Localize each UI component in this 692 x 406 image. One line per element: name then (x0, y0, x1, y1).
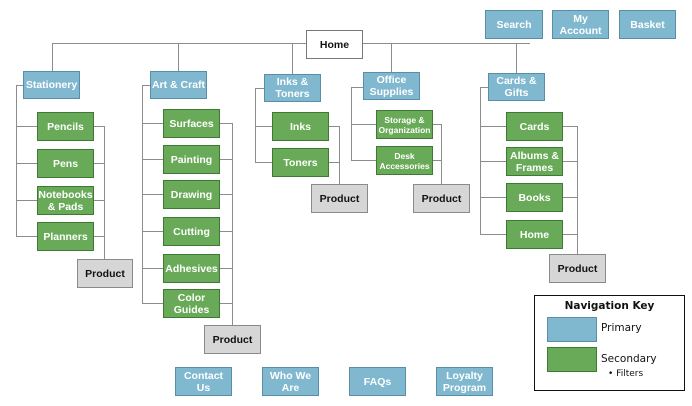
basket-node[interactable]: Basket (619, 10, 676, 39)
connector-cards-gifts (516, 43, 517, 74)
subcategory-toners[interactable]: Toners (272, 148, 329, 177)
category-art-craft[interactable]: Art & Craft (150, 71, 207, 99)
who-we-are-node[interactable]: Who We Are (262, 367, 319, 396)
connector-home-bus (52, 43, 530, 44)
connector (563, 126, 577, 127)
subcategory-drawing[interactable]: Drawing (163, 180, 220, 209)
connector-stationery-spine (16, 85, 17, 236)
connector (142, 231, 163, 232)
connector (16, 236, 37, 237)
subcategory-desk-accessories[interactable]: Desk Accessories (376, 146, 433, 175)
connector (220, 159, 232, 160)
legend-sub-filters: • Filters (608, 369, 644, 379)
connector (16, 85, 24, 86)
faqs-node[interactable]: FAQs (349, 367, 406, 396)
connector-inks-toners (292, 43, 293, 74)
connector (480, 126, 506, 127)
connector (94, 163, 104, 164)
product-node-cards-gifts[interactable]: Product (549, 254, 606, 283)
connector (220, 123, 232, 124)
category-inks-toners[interactable]: Inks & Toners (264, 74, 321, 102)
connector-product-spine (232, 123, 233, 326)
product-node-inks-toners[interactable]: Product (311, 184, 368, 213)
connector-office (391, 43, 392, 72)
product-node-office-supplies[interactable]: Product (413, 184, 470, 213)
connector (142, 268, 163, 269)
connector (480, 234, 506, 235)
connector (563, 197, 577, 198)
connector (16, 200, 37, 201)
connector (142, 85, 150, 86)
connector (16, 163, 37, 164)
connector (255, 162, 272, 163)
legend-label-secondary: Secondary (601, 353, 657, 365)
subcategory-books[interactable]: Books (506, 183, 563, 212)
subcategory-pens[interactable]: Pens (37, 149, 94, 178)
connector (351, 87, 364, 88)
connector (16, 126, 37, 127)
connector (480, 197, 506, 198)
subcategory-painting[interactable]: Painting (163, 145, 220, 174)
category-office-supplies[interactable]: Office Supplies (363, 72, 420, 100)
subcategory-notebooks-pads[interactable]: Notebooks & Pads (37, 186, 94, 215)
connector (351, 160, 377, 161)
subcategory-adhesives[interactable]: Adhesives (163, 254, 220, 283)
connector (255, 88, 264, 89)
subcategory-cards[interactable]: Cards (506, 112, 563, 141)
legend-label-primary: Primary (601, 322, 642, 334)
connector (94, 200, 104, 201)
connector (220, 194, 232, 195)
connector-inks-spine (255, 88, 256, 162)
connector (94, 236, 104, 237)
connector-art-craft (178, 43, 179, 72)
contact-us-node[interactable]: Contact Us (175, 367, 232, 396)
connector-product-spine (577, 126, 578, 255)
legend-swatch-secondary (547, 347, 597, 372)
connector (255, 126, 272, 127)
connector-stationery (52, 43, 53, 72)
subcategory-surfaces[interactable]: Surfaces (163, 109, 220, 138)
subcategory-color-guides[interactable]: Color Guides (163, 289, 220, 318)
subcategory-storage-organization[interactable]: Storage & Organization (376, 110, 433, 139)
subcategory-pencils[interactable]: Pencils (37, 112, 94, 141)
connector-office-spine (351, 87, 352, 160)
category-cards-gifts[interactable]: Cards & Gifts (488, 73, 545, 101)
connector (433, 160, 441, 161)
legend-swatch-primary (547, 317, 597, 342)
connector (329, 162, 339, 163)
subcategory-planners[interactable]: Planners (37, 222, 94, 251)
connector (142, 303, 163, 304)
my-account-node[interactable]: My Account (552, 10, 609, 39)
connector (480, 87, 489, 88)
connector (220, 268, 232, 269)
connector (94, 126, 104, 127)
navigation-key: Navigation Key Primary Secondary • Filte… (534, 295, 685, 391)
connector (433, 124, 441, 125)
connector-cards-spine (480, 87, 481, 234)
connector (220, 303, 232, 304)
connector (142, 123, 163, 124)
subcategory-albums-frames[interactable]: Albums & Frames (506, 147, 563, 176)
subcategory-cutting[interactable]: Cutting (163, 217, 220, 246)
navigation-key-title: Navigation Key (564, 300, 655, 312)
connector (329, 126, 339, 127)
product-node-art-craft[interactable]: Product (204, 325, 261, 354)
connector-product-spine (339, 126, 340, 184)
subcategory-home[interactable]: Home (506, 220, 563, 249)
connector (563, 161, 577, 162)
home-node[interactable]: Home (306, 30, 363, 59)
connector-product-spine (104, 126, 105, 259)
connector (563, 234, 577, 235)
connector (142, 194, 163, 195)
connector (220, 231, 232, 232)
connector (480, 161, 506, 162)
product-node-stationery[interactable]: Product (77, 259, 133, 288)
search-node[interactable]: Search (485, 10, 543, 39)
category-stationery[interactable]: Stationery (23, 71, 80, 99)
connector (351, 124, 377, 125)
connector (142, 159, 163, 160)
subcategory-inks[interactable]: Inks (272, 112, 329, 141)
connector-product-spine (441, 124, 442, 184)
loyalty-program-node[interactable]: Loyalty Program (436, 367, 493, 396)
